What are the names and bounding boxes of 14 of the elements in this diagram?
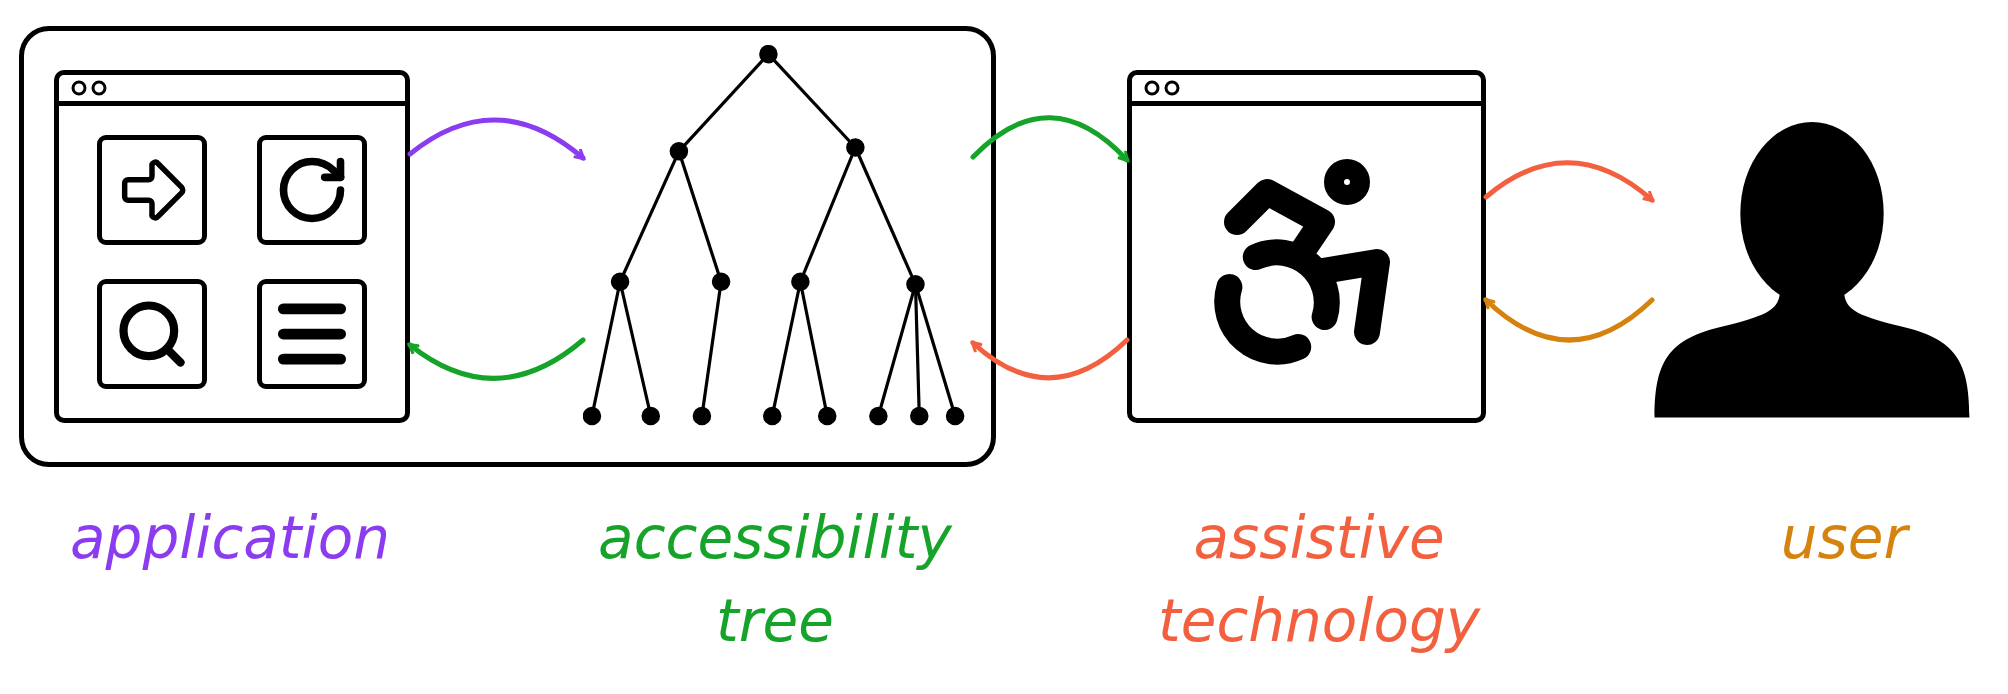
container-box <box>19 26 996 467</box>
screen-window <box>1127 70 1486 423</box>
arrow <box>407 337 586 381</box>
node-caption: application <box>69 503 391 574</box>
arrow <box>1483 160 1655 203</box>
node-caption: user <box>1619 497 2008 580</box>
arrow <box>970 115 1130 163</box>
arrow <box>1483 297 1655 343</box>
arrow <box>407 117 586 161</box>
arrow <box>970 337 1130 381</box>
person-silhouette <box>1652 122 1972 420</box>
node-caption: assistive technology <box>1156 503 1482 657</box>
node-caption: accessibility tree <box>597 503 954 657</box>
app-window <box>54 70 410 423</box>
